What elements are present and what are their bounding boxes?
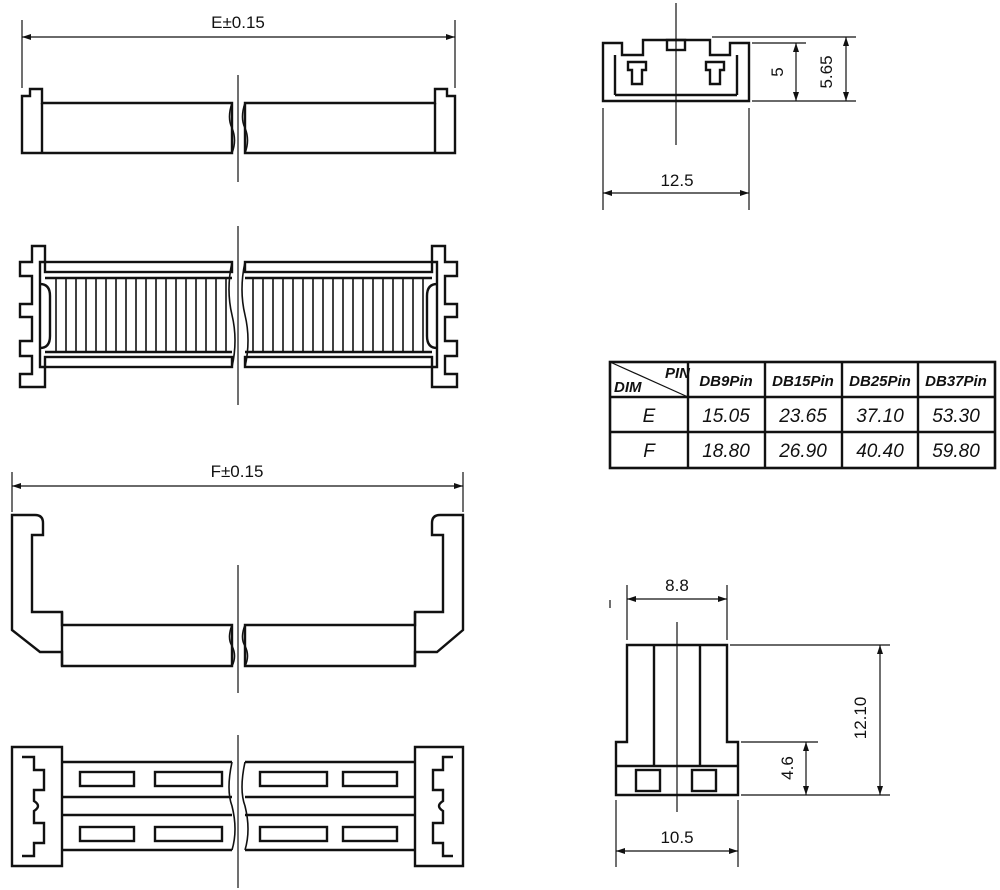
lower-height-label: 4.6 xyxy=(778,756,797,780)
table-cell: 15.05 xyxy=(702,406,750,427)
cover-end-view: 12.5 5 5.65 xyxy=(601,3,856,210)
column-header: DB37Pin xyxy=(925,373,987,390)
f-dimension-label: F±0.15 xyxy=(211,462,264,481)
top-width-label: 8.8 xyxy=(665,576,689,595)
outer-height-label: 5.65 xyxy=(817,55,836,88)
table-cell: 37.10 xyxy=(856,406,904,427)
latch-top-view xyxy=(10,735,465,888)
table-cell: 23.65 xyxy=(778,406,827,427)
latch-side-view: F±0.15 xyxy=(10,462,465,693)
bottom-width-label: 10.5 xyxy=(660,828,693,847)
table-cell: 59.80 xyxy=(932,441,980,462)
column-header: DB15Pin xyxy=(772,373,834,390)
row-label: E xyxy=(643,406,656,427)
table-cell: 26.90 xyxy=(778,441,827,462)
side-width-label: 12.5 xyxy=(660,171,693,190)
row-label: F xyxy=(643,441,656,462)
dimension-table: PIN DIM DB9Pin DB15Pin DB25Pin DB37Pin E… xyxy=(608,360,997,470)
column-header: DB9Pin xyxy=(699,373,752,390)
table-cell: 40.40 xyxy=(856,441,904,462)
table-cell: 18.80 xyxy=(702,441,750,462)
cover-top-view xyxy=(18,226,459,405)
table-corner-dim: DIM xyxy=(614,379,642,396)
latch-end-view: 8.8 10.5 4.6 12.10 xyxy=(609,576,890,867)
table-corner-pin: PIN xyxy=(665,365,691,382)
table-cell: 53.30 xyxy=(932,406,980,427)
e-dimension-label: E±0.15 xyxy=(211,13,265,32)
column-header: DB25Pin xyxy=(849,373,911,390)
inner-height-label: 5 xyxy=(768,67,787,76)
cover-side-view: E±0.15 xyxy=(20,13,457,182)
total-height-label: 12.10 xyxy=(851,697,870,740)
